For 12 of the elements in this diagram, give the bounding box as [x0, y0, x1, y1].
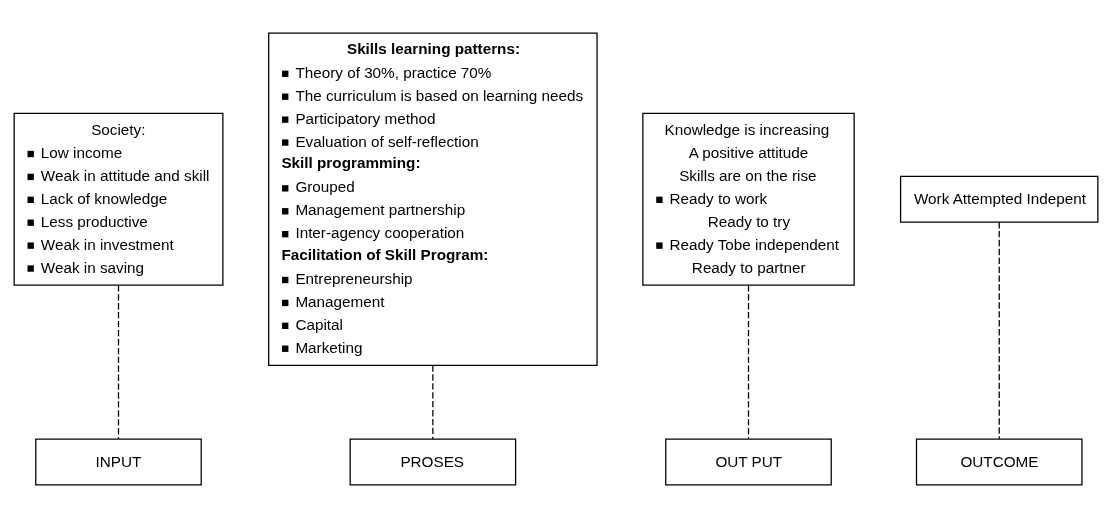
connector [432, 364, 434, 440]
node-box: Society: Low income Weak in attitude and skill Lack of knowledge Less productive Weak in investment Weak in saving [13, 112, 224, 286]
connector [747, 284, 750, 439]
node-box: Skills learning patterns: Theory of 30%, practice 70% The curriculum is based on learning needs Participatory method Evaluation of self-reflection Skill programming: Grouped Management partnership Inter-agency cooperation Facilitation of Skill Program: Entrepreneurship Management Capital Marketing [268, 31, 598, 366]
connector [117, 284, 120, 439]
node-box: INPUT [35, 437, 202, 486]
node-box: OUT PUT [665, 437, 832, 486]
connector [998, 221, 1000, 439]
node-box: Work Attempted Indepent [899, 175, 1099, 223]
node-box: PROSES [349, 437, 517, 486]
node-box: OUTCOME [915, 437, 1083, 486]
node-box: Knowledge is increasing A positive attitude Skills are on the rise Ready to work Ready to try Ready Tobe independent Ready to partner [642, 112, 855, 286]
